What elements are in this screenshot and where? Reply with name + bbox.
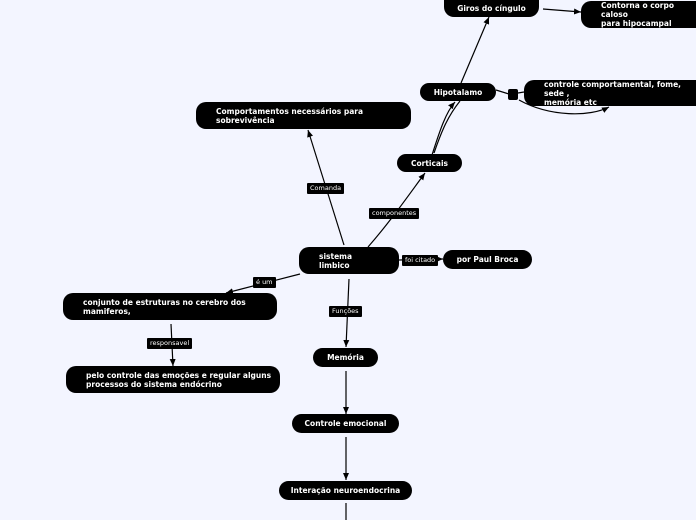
edge-giros-contorna [542, 8, 582, 15]
edge-hipotalamo-handle [495, 89, 510, 95]
label-responsavel[interactable]: responsavel [147, 338, 193, 349]
node-paul-broca[interactable]: por Paul Broca [443, 250, 532, 269]
node-controle-comportamental[interactable]: controle comportamental, fome, sede , me… [524, 80, 696, 107]
node-giros-cingulo[interactable]: Giros do cíngulo [444, 0, 539, 17]
label-funcoes[interactable]: Funções [329, 306, 362, 317]
node-memoria[interactable]: Memória [313, 348, 378, 367]
node-controle-emocoes[interactable]: pelo controle das emoções e regular algu… [66, 366, 280, 393]
node-contorna[interactable]: Contorna o corpo caloso para hipocampal [581, 1, 696, 28]
edge-hipotalamo-giros [460, 16, 490, 84]
edge-corticais-hipotalamo-2 [433, 100, 461, 154]
node-corticais[interactable]: Corticais [397, 154, 462, 172]
label-componentes[interactable]: componentes [369, 208, 420, 219]
node-sistema-limbico[interactable]: sistema limbico [299, 247, 399, 274]
edge-corticais-hipotalamo [431, 101, 456, 156]
label-foi-citado[interactable]: foi citado [402, 255, 439, 266]
node-connector-handle[interactable] [508, 89, 518, 100]
node-conjunto-estruturas[interactable]: conjunto de estruturas no cerebro dos ma… [63, 293, 277, 320]
edge-handle-controle [517, 91, 525, 94]
label-e-um[interactable]: é um [253, 277, 276, 288]
node-hipotalamo[interactable]: Hipotalamo [420, 83, 496, 101]
node-interacao-neuroendocrina[interactable]: Interação neuroendocrina [279, 481, 412, 500]
node-comportamentos[interactable]: Comportamentos necessários para sobreviv… [196, 102, 411, 129]
node-controle-emocional[interactable]: Controle emocional [292, 414, 399, 433]
label-comanda[interactable]: Comanda [307, 183, 345, 194]
